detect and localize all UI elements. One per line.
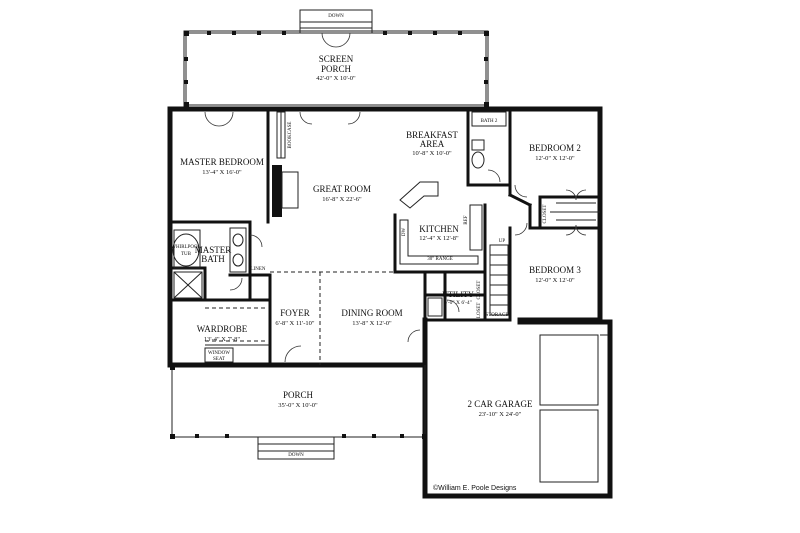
down-label-top: DOWN [328, 14, 344, 19]
linen-label: LINEN [251, 267, 266, 272]
kitchen-counter [399, 219, 479, 265]
master-bedroom-dim: 13'-4" X 16'-0" [202, 169, 242, 176]
breakfast-area-name-2: AREA [420, 139, 445, 149]
garage-door-1 [539, 334, 599, 406]
screen-porch-name-2: PORCH [321, 64, 352, 74]
screen-porch-name-1: SCREEN [319, 54, 354, 64]
kitchen-name: KITCHEN [419, 224, 459, 234]
bath2-name: BATH 2 [481, 119, 498, 124]
screen-porch: DOWN SCREEN PORCH 42'-0" X 10'-0" [183, 9, 489, 108]
porch-dim: 35'-0" X 10'-0" [278, 402, 318, 409]
fireplace [272, 165, 282, 217]
dw-label: DW [402, 228, 407, 237]
whirlpool-label-1: WHIRLPOOL [171, 245, 200, 250]
bedroom3-name: BEDROOM 3 [529, 265, 581, 275]
front-porch: DOWN [170, 365, 427, 460]
wardrobe-dim: 13'-4" X 7'-8" [204, 336, 241, 343]
closet-label-utility: CLOSET [477, 281, 482, 300]
kitchen-island [399, 181, 439, 209]
fixtures: BOOKCASE 30" RANGE DW REF UP BATH 2 WHIR… [171, 111, 608, 483]
master-bath-name-2: BATH [201, 254, 225, 264]
foyer-dim: 6'-8" X 11'-10" [275, 320, 315, 327]
bedroom2-name: BEDROOM 2 [529, 143, 581, 153]
utility-dim: 6'-0" X 6'-4" [444, 300, 472, 306]
porch-name: PORCH [283, 390, 314, 400]
room-labels: MASTER BEDROOM 13'-4" X 16'-0" GREAT ROO… [180, 130, 581, 492]
garage-name: 2 CAR GARAGE [467, 399, 533, 409]
kitchen-dim: 12'-4" X 12'-8" [419, 235, 459, 242]
window-seat-label-1: WINDOW [208, 351, 230, 356]
closet-label-utility-2: CLOSET [477, 303, 482, 322]
screen-porch-dim: 42'-0" X 10'-0" [316, 75, 356, 82]
porch-stair-top [299, 9, 373, 34]
storage-label: STORAGE [486, 313, 509, 318]
doors [204, 111, 587, 363]
window-seat-label-2: SEAT [213, 357, 225, 362]
bookcase-label: BOOKCASE [288, 122, 293, 149]
master-bath-name-1: MASTER [195, 245, 232, 255]
ref-label: REF [464, 215, 469, 224]
stairs [489, 244, 509, 316]
great-room-dim: 16'-8" X 22'-6" [322, 196, 362, 203]
wardrobe-name: WARDROBE [197, 324, 248, 334]
utility-name: UTILITY [442, 290, 474, 299]
closet-label-bedroom: CLOSET [543, 205, 548, 224]
dining-room-dim: 13'-8" X 12'-0" [352, 320, 392, 327]
garage-dim: 23'-10" X 24'-0" [479, 411, 522, 418]
bedroom2-dim: 12'-0" X 12'-0" [535, 155, 575, 162]
great-room-name: GREAT ROOM [313, 184, 371, 194]
garage-door-2 [539, 409, 599, 483]
bedroom3-dim: 12'-0" X 12'-0" [535, 277, 575, 284]
breakfast-area-dim: 10'-8" X 10'-0" [412, 150, 452, 157]
master-bedroom-name: MASTER BEDROOM [180, 157, 264, 167]
dining-room-name: DINING ROOM [341, 308, 402, 318]
range-label: 30" RANGE [427, 257, 453, 262]
exterior-walls [167, 106, 613, 499]
whirlpool-label-2: TUB [181, 252, 192, 257]
up-label: UP [499, 239, 506, 244]
foyer-name: FOYER [280, 308, 310, 318]
breakfast-area-name-1: BREAKFAST [406, 130, 458, 140]
whirlpool-tub [172, 233, 200, 267]
down-label-bottom: DOWN [288, 453, 304, 458]
designer-credit: ©William E. Poole Designs [433, 484, 517, 492]
